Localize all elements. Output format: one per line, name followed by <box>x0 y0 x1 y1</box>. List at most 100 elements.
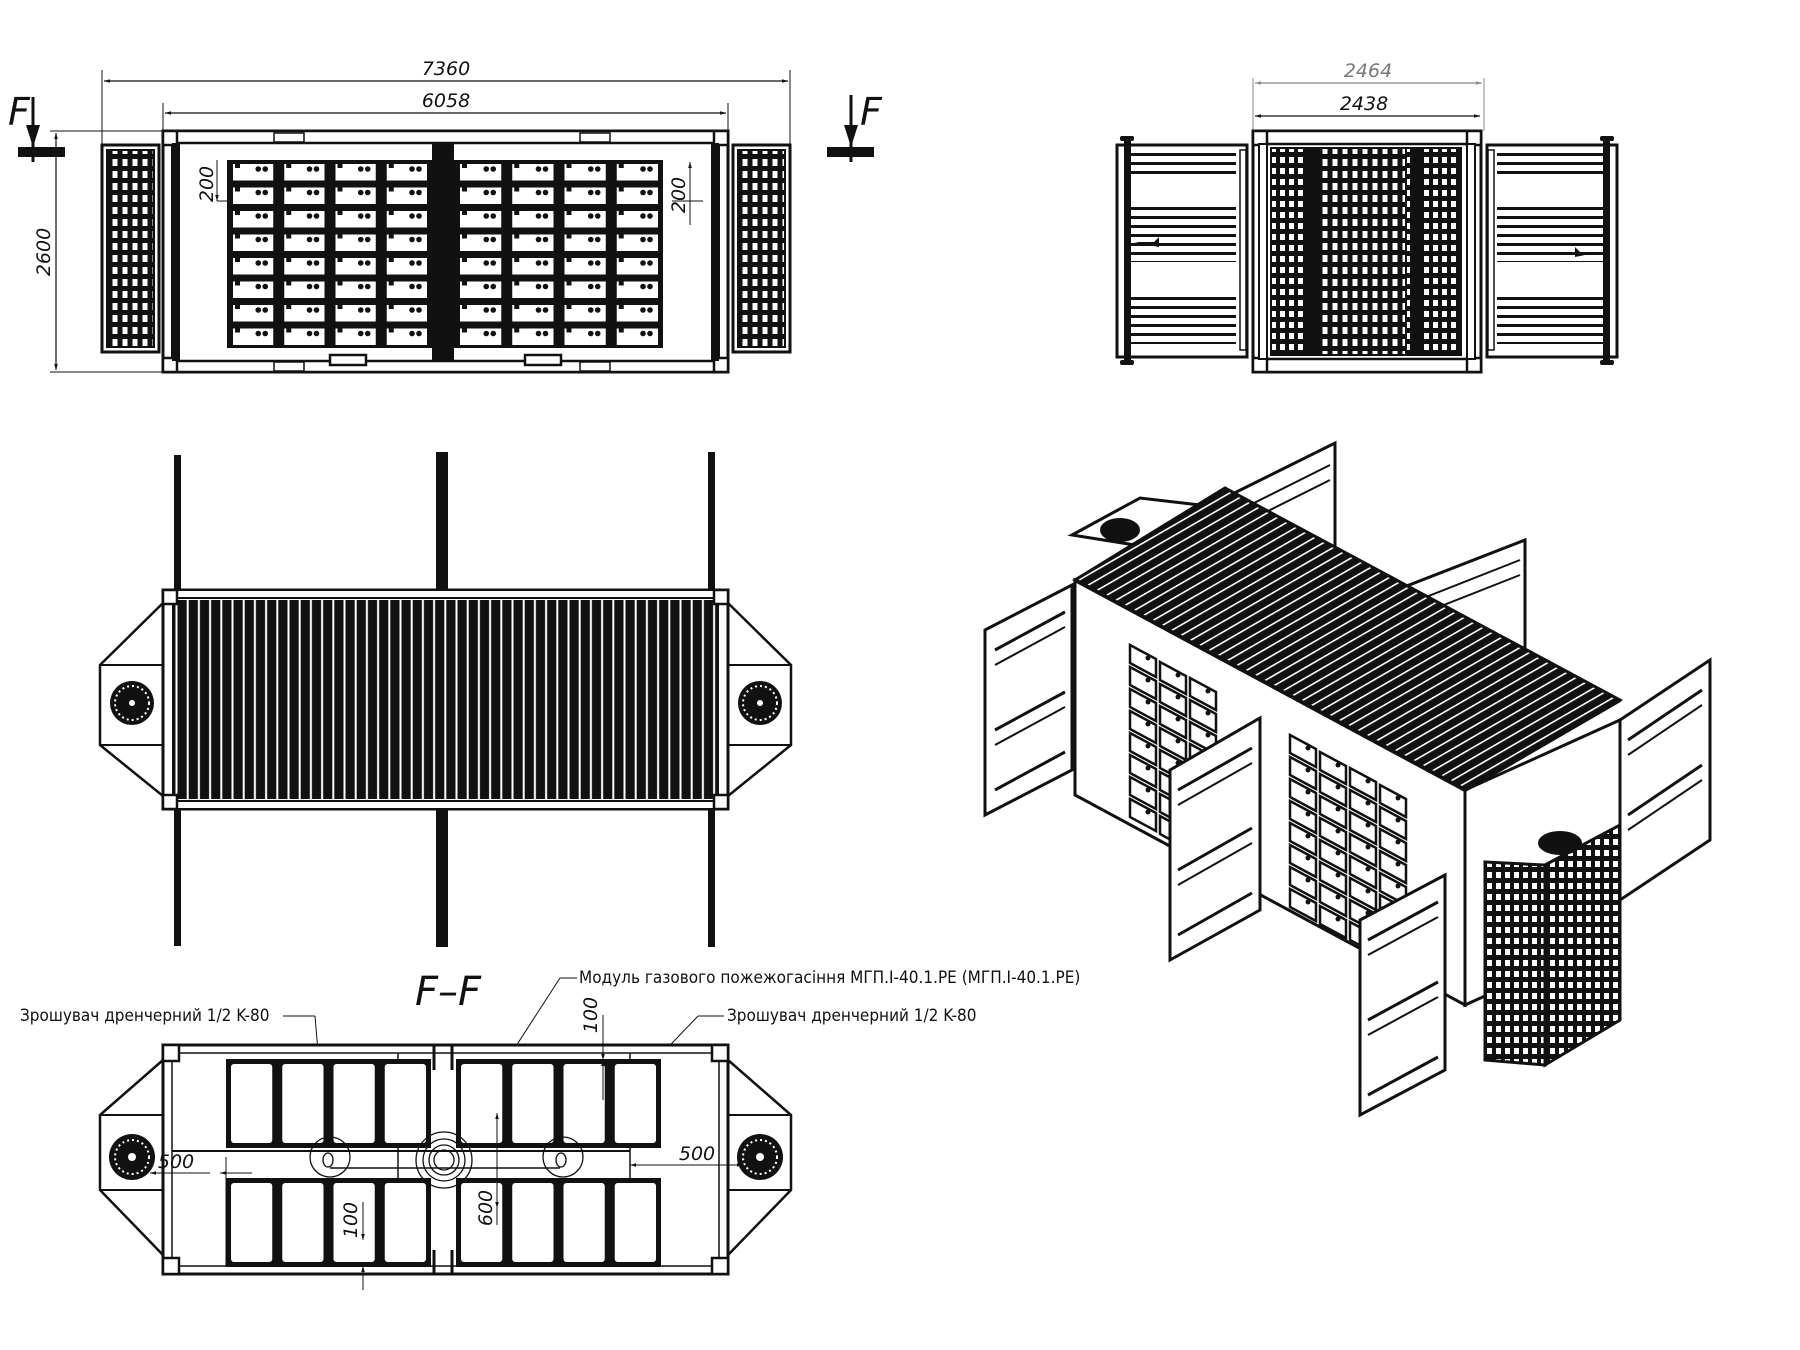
battery-terminal-icon <box>1395 817 1401 823</box>
battery-terminal-icon <box>483 236 490 243</box>
battery-terminal-icon <box>306 213 313 219</box>
battery-terminal-icon <box>1145 699 1151 705</box>
battery-terminal-icon <box>262 236 269 243</box>
battery-terminal-icon <box>1305 855 1311 861</box>
battery-terminal-icon <box>490 236 497 243</box>
battery-terminal-icon <box>1305 745 1311 751</box>
battery-terminal-icon <box>647 283 653 290</box>
iso-battery-module <box>1158 681 1188 719</box>
battery-terminal-icon <box>514 305 520 309</box>
battery-terminal-icon <box>235 281 240 286</box>
battery-terminal-icon <box>535 307 542 313</box>
battery-terminal-icon <box>640 283 646 290</box>
battery-terminal-icon <box>535 213 542 219</box>
battery-terminal-icon <box>286 164 292 168</box>
battery-terminal-icon <box>514 258 520 262</box>
battery-terminal-icon <box>462 211 467 215</box>
battery-terminal-icon <box>1305 833 1311 839</box>
battery-terminal-icon <box>490 260 497 266</box>
battery-terminal-icon <box>542 307 549 313</box>
battery-terminal-icon <box>640 307 646 313</box>
battery-terminal-icon <box>409 213 415 219</box>
end-view: 2464 2438 <box>1115 60 1619 374</box>
battery-terminal-icon <box>235 234 240 239</box>
dimension-100-top: 100 <box>580 997 605 1100</box>
iso-battery-module <box>1158 659 1188 697</box>
corrugated-roof <box>172 600 719 799</box>
battery-terminal-icon <box>1335 850 1341 856</box>
dim-overall-length: 7360 <box>422 58 470 80</box>
dimension-6058: 6058 <box>162 90 729 135</box>
battery-terminal-icon <box>364 236 371 243</box>
iso-battery-module <box>1188 697 1218 735</box>
battery-terminal-icon <box>618 258 624 262</box>
iso-battery-module <box>1128 664 1158 702</box>
battery-terminal-icon <box>262 260 269 266</box>
dimension-200-right: 200 <box>668 162 703 225</box>
battery-terminal-icon <box>388 305 394 309</box>
battery-terminal-icon <box>535 283 542 290</box>
battery-terminal-icon <box>647 260 653 266</box>
battery-terminal-icon <box>357 213 364 219</box>
battery-terminal-icon <box>337 211 343 215</box>
iso-battery-module <box>1128 642 1158 680</box>
battery-terminal-icon <box>286 211 292 215</box>
battery-terminal-icon <box>483 283 490 290</box>
battery-terminal-icon <box>416 166 422 172</box>
battery-cabinet <box>384 1064 426 1143</box>
battery-cabinet <box>333 1183 375 1262</box>
battery-terminal-icon <box>357 260 364 266</box>
battery-terminal-icon <box>462 164 467 168</box>
battery-terminal-icon <box>462 187 467 192</box>
battery-terminal-icon <box>618 328 624 333</box>
battery-terminal-icon <box>255 189 262 196</box>
dim-height: 2600 <box>33 228 55 276</box>
battery-cabinet <box>231 1064 273 1143</box>
top-view <box>98 452 793 947</box>
dimension-500-right: 500 <box>630 1143 743 1167</box>
dimension-500-left: 500 <box>150 1151 252 1175</box>
battery-terminal-icon <box>1365 844 1371 850</box>
battery-terminal-icon <box>1205 732 1211 738</box>
battery-terminal-icon <box>587 189 594 196</box>
battery-terminal-icon <box>618 164 624 168</box>
iso-battery-module <box>1318 903 1348 941</box>
battery-terminal-icon <box>357 330 364 337</box>
dim-top-gap: 100 <box>580 997 602 1033</box>
battery-terminal-icon <box>235 187 240 192</box>
battery-terminal-icon <box>587 260 594 266</box>
battery-terminal-icon <box>566 164 572 168</box>
battery-cabinet <box>333 1064 375 1143</box>
ff-battery-cabinets <box>226 1059 661 1267</box>
battery-terminal-icon <box>1395 861 1401 867</box>
iso-battery-module <box>1158 703 1188 741</box>
battery-terminal-icon <box>313 189 320 196</box>
dimension-200-left: 200 <box>196 160 230 202</box>
battery-terminal-icon <box>416 189 422 196</box>
left-ac-grille-panel <box>100 143 161 354</box>
battery-terminal-icon <box>566 328 572 333</box>
battery-terminal-icon <box>1365 822 1371 828</box>
battery-terminal-icon <box>542 189 549 196</box>
battery-terminal-icon <box>286 281 292 286</box>
battery-terminal-icon <box>566 258 572 262</box>
battery-terminal-icon <box>235 211 240 215</box>
iso-front-door-1 <box>1168 715 1262 963</box>
battery-terminal-icon <box>409 307 415 313</box>
battery-terminal-icon <box>416 283 422 290</box>
battery-terminal-icon <box>594 166 601 172</box>
iso-battery-module <box>1128 752 1158 790</box>
dim-width-overall: 2464 <box>1344 60 1392 82</box>
battery-terminal-icon <box>1365 888 1371 894</box>
battery-terminal-icon <box>286 258 292 262</box>
battery-terminal-icon <box>490 283 497 290</box>
battery-terminal-icon <box>313 213 320 219</box>
battery-terminal-icon <box>409 166 415 172</box>
iso-battery-module <box>1288 776 1318 814</box>
battery-terminal-icon <box>462 305 467 309</box>
battery-terminal-icon <box>313 330 320 337</box>
battery-terminal-icon <box>594 307 601 313</box>
battery-terminal-icon <box>1145 655 1151 661</box>
top-view-doors <box>174 452 715 947</box>
battery-terminal-icon <box>262 189 269 196</box>
